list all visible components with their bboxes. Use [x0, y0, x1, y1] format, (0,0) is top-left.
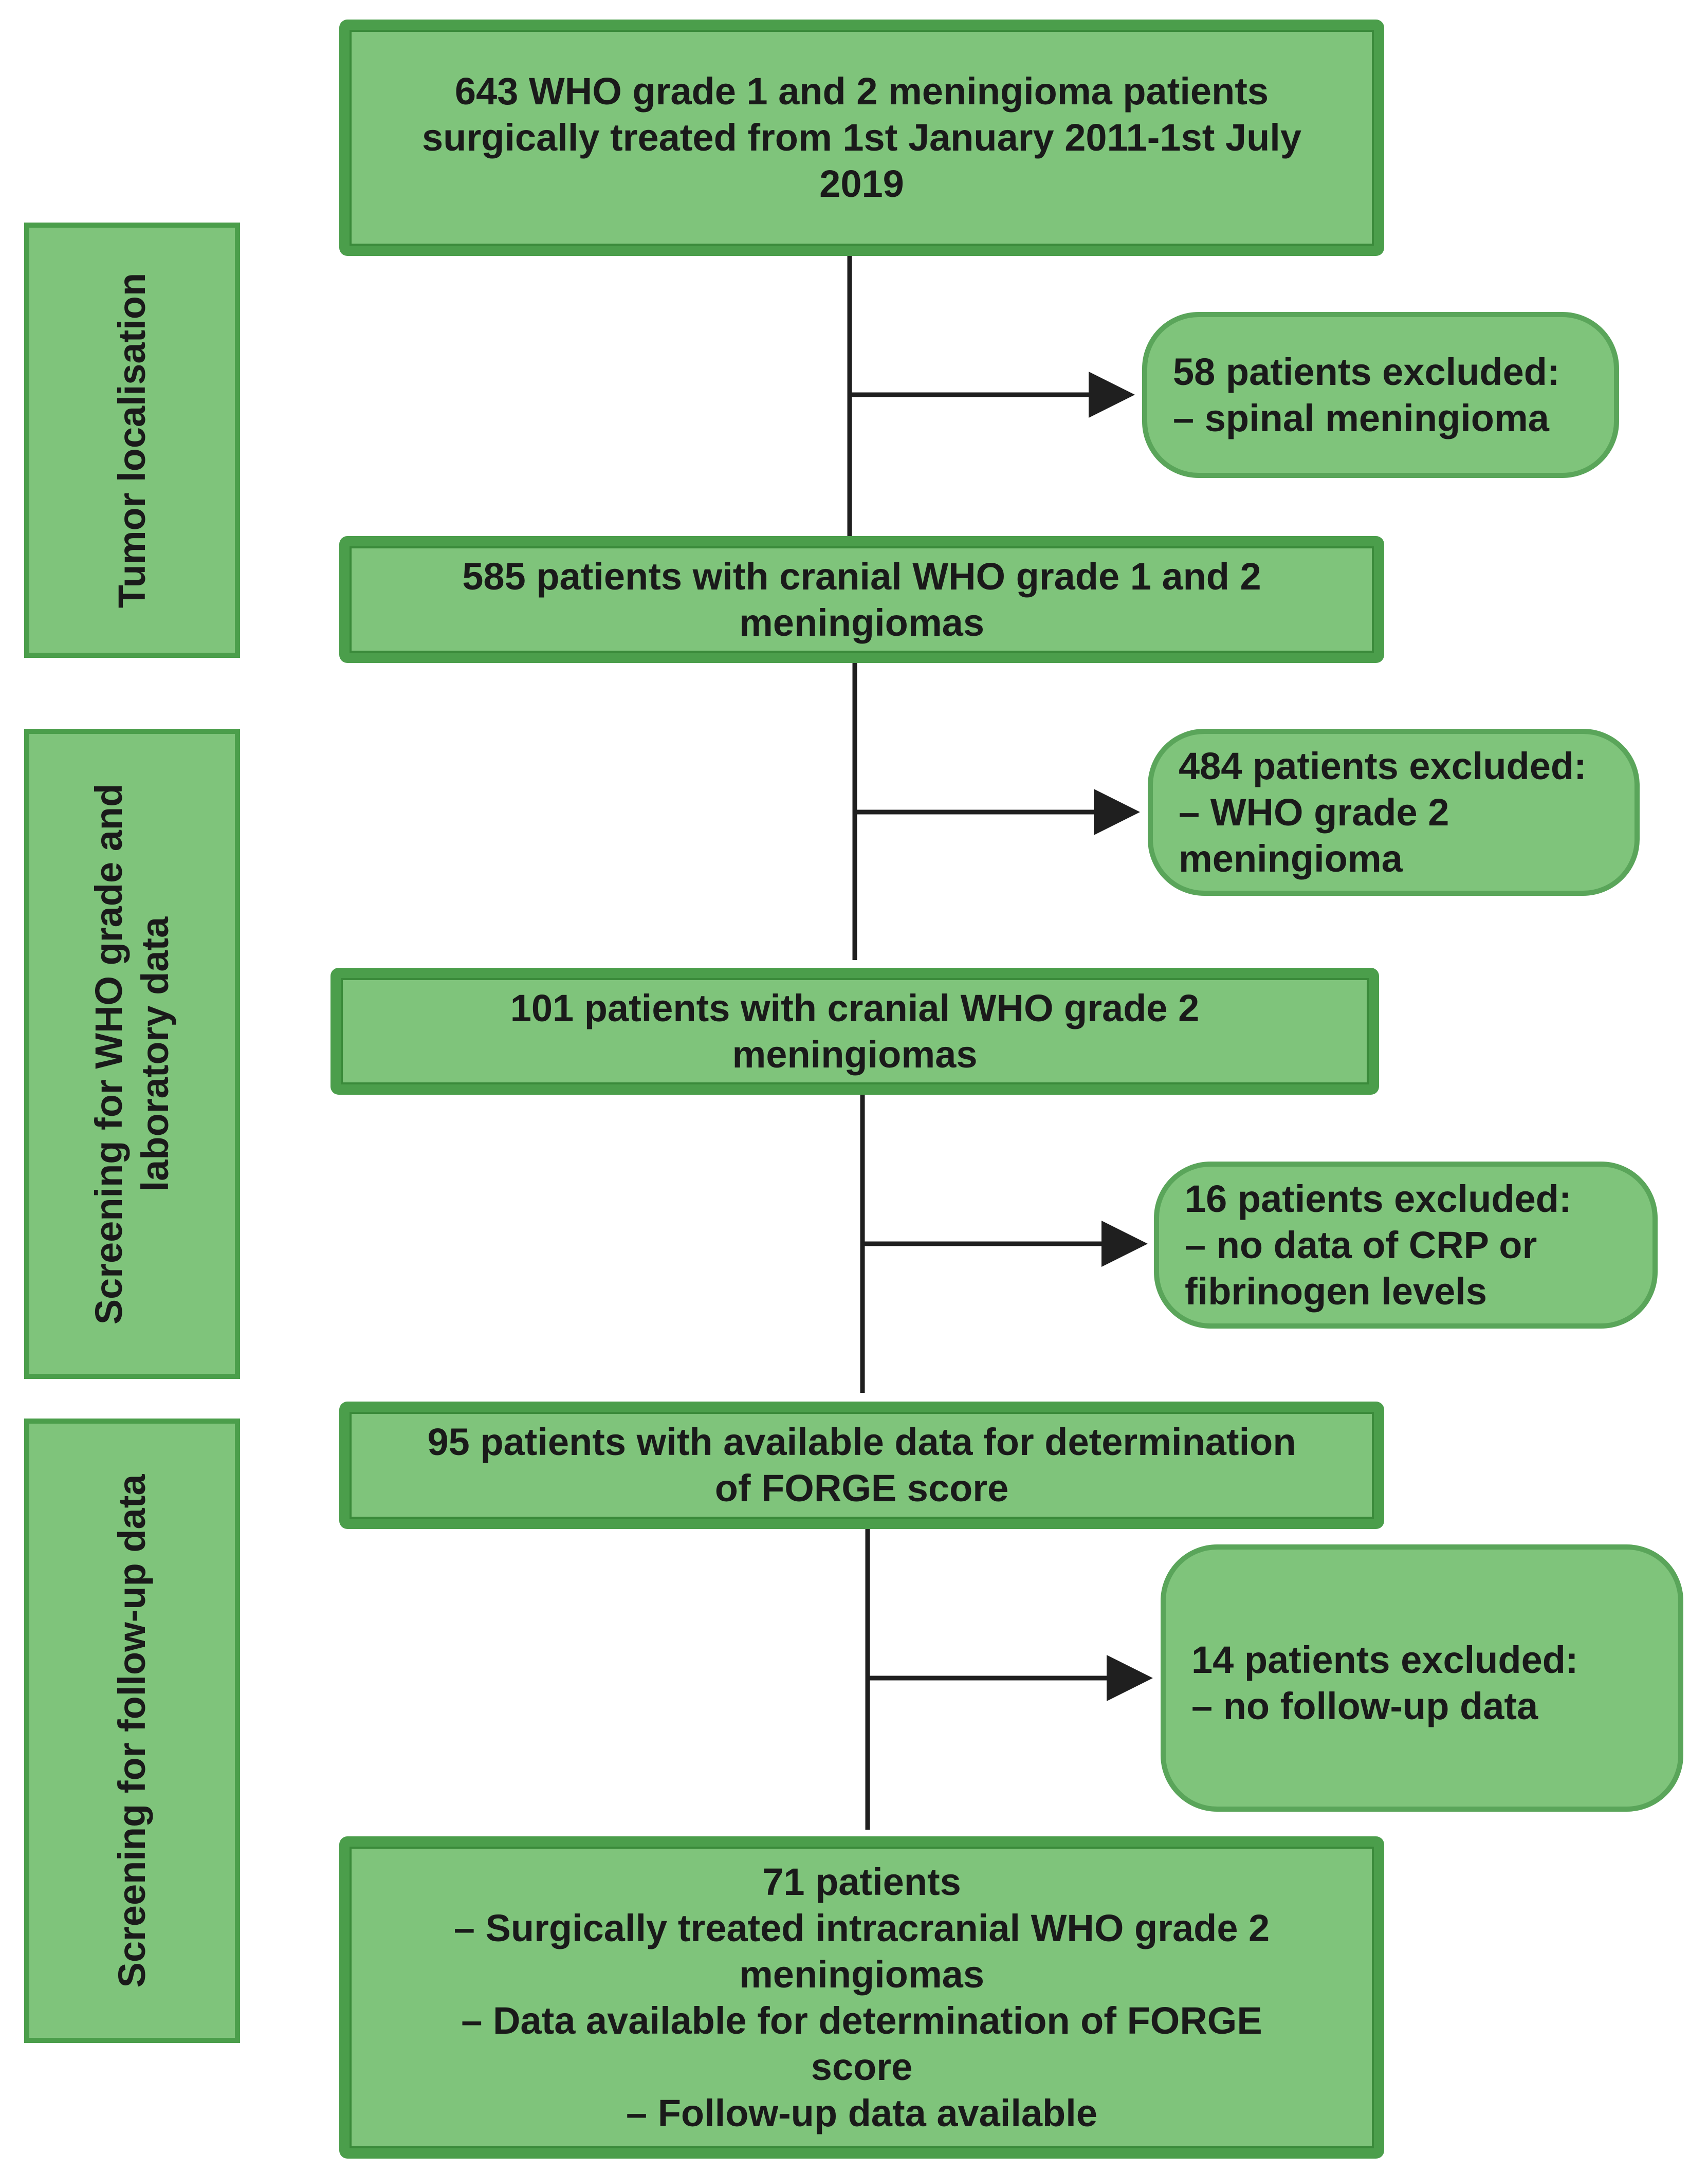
box-cranial-meningiomas: 585 patients with cranial WHO grade 1 an…	[339, 536, 1384, 663]
box-excluded-no-lab-data: 16 patients excluded: – no data of CRP o…	[1154, 1162, 1658, 1329]
box-excluded-spinal: 58 patients excluded: – spinal meningiom…	[1142, 312, 1619, 478]
box-final-cohort: 71 patients – Surgically treated intracr…	[339, 1836, 1384, 2159]
phase-label: Screening for WHO grade and laboratory d…	[87, 783, 176, 1324]
phase-label: Screening for follow-up data	[111, 1474, 153, 1988]
phase-screening-who-grade: Screening for WHO grade and laboratory d…	[24, 729, 240, 1379]
phase-screening-follow-up: Screening for follow-up data	[24, 1419, 240, 2043]
phase-label: Tumor localisation	[111, 272, 153, 608]
box-excluded-who-grade-2: 484 patients excluded: – WHO grade 2 men…	[1148, 729, 1640, 896]
phase-tumor-localisation: Tumor localisation	[24, 223, 240, 658]
box-who-grade-2: 101 patients with cranial WHO grade 2 me…	[330, 968, 1379, 1095]
box-initial-cohort: 643 WHO grade 1 and 2 meningioma patient…	[339, 20, 1384, 256]
box-excluded-no-follow-up: 14 patients excluded: – no follow-up dat…	[1161, 1544, 1683, 1812]
box-forge-score-data: 95 patients with available data for dete…	[339, 1402, 1384, 1529]
